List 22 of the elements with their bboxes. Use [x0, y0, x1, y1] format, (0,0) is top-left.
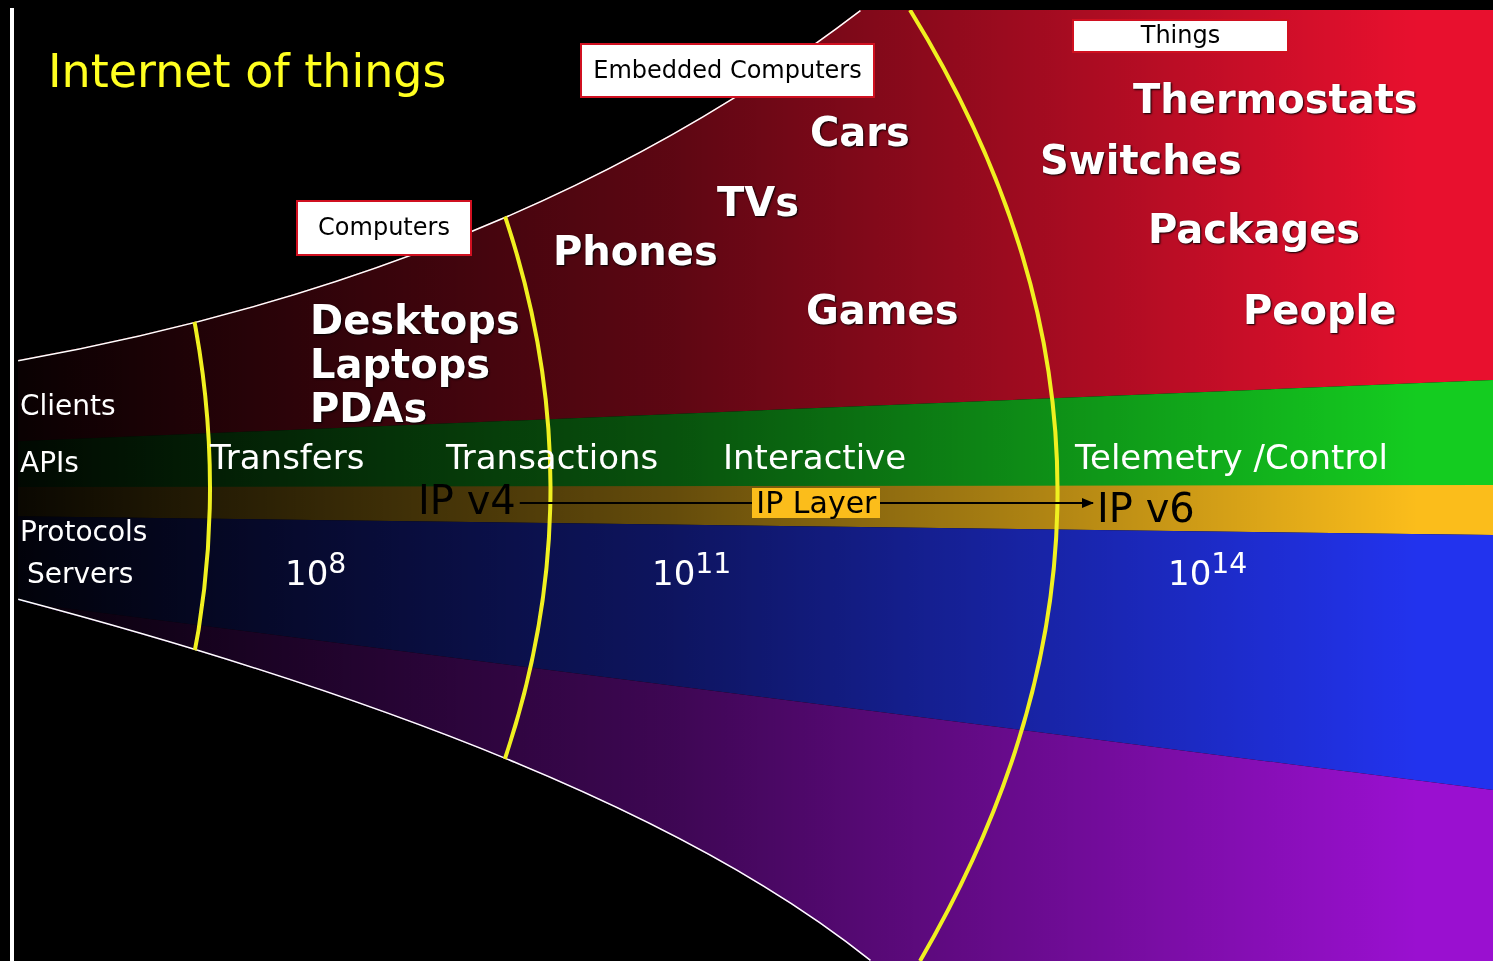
protocol-label: IP v6 [1097, 488, 1195, 528]
api-label: Interactive [723, 440, 907, 474]
device-label: PDAs [310, 388, 428, 428]
device-label: Switches [1040, 140, 1242, 180]
device-label: Cars [810, 112, 910, 152]
scale-label: 10$^{11}$ [652, 550, 732, 591]
device-label: Games [806, 290, 959, 330]
band-label: Servers [27, 560, 134, 588]
band-label: Protocols [20, 518, 148, 546]
category-box: Things [1072, 19, 1289, 53]
device-label: Thermostats [1133, 79, 1418, 119]
scale-label: 10$^{14}$ [1168, 550, 1248, 591]
device-label: TVs [717, 182, 800, 222]
protocol-label: IP v4 [418, 480, 516, 520]
band-label: APIs [20, 449, 79, 477]
api-label: Telemetry /Control [1075, 440, 1388, 474]
band-label: Clients [20, 392, 116, 420]
device-label: Phones [553, 231, 718, 271]
scale-label: 10$^{8}$ [285, 550, 347, 591]
category-box: Computers [296, 200, 472, 256]
edge-label: IP Layer [752, 488, 881, 518]
category-box: Embedded Computers [580, 43, 875, 98]
